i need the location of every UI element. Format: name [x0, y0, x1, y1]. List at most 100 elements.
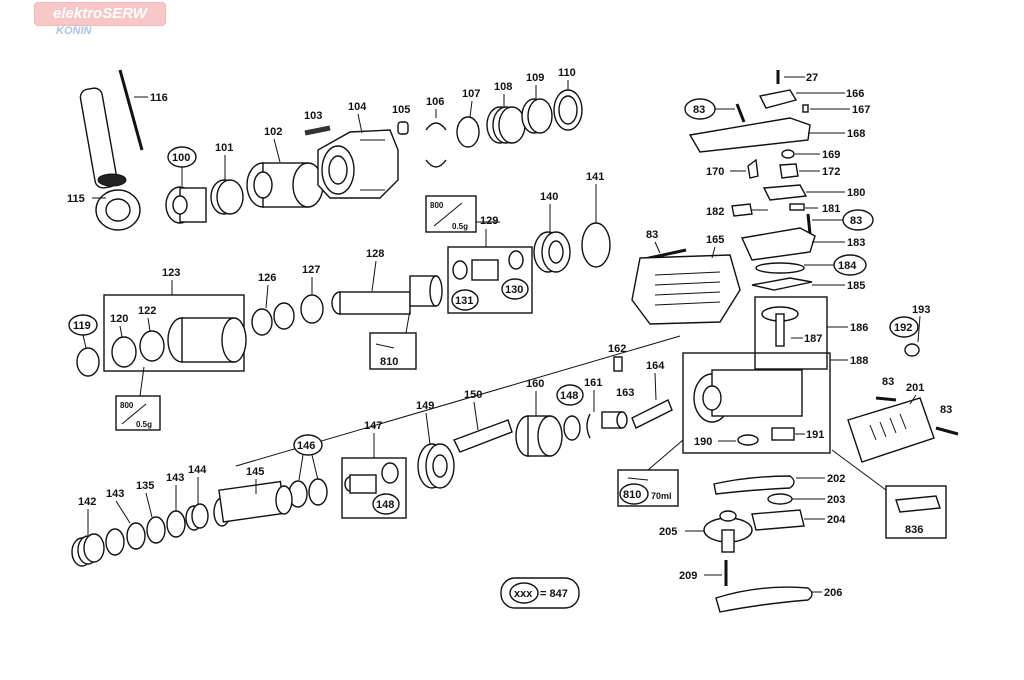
connecting-rod-part-164 [631, 399, 673, 429]
legend-code: xxx [514, 588, 533, 600]
grease-label-05a: 0.5g [452, 222, 468, 231]
part-label-83d: 83 [882, 376, 894, 388]
part-label-130: 130 [505, 284, 523, 296]
piston-part-129 [452, 250, 524, 281]
part-label-160: 160 [526, 378, 544, 390]
spring-part-142 [71, 533, 105, 567]
part-label-205: 205 [659, 526, 677, 538]
part-label-206: 206 [824, 587, 842, 599]
callout-oval-192 [889, 316, 919, 338]
part-label-107: 107 [462, 88, 480, 100]
part-label-120: 120 [110, 313, 128, 325]
clutch-part-147 [344, 462, 399, 494]
spindle-part-128 [331, 275, 443, 315]
part-label-119: 119 [73, 320, 91, 332]
clutch-gear-part-205 [703, 510, 753, 553]
washer-part-143a [126, 522, 146, 550]
part-label-186: 186 [850, 322, 868, 334]
part-label-164: 164 [646, 360, 665, 372]
gear-part-149 [417, 443, 455, 489]
part-193 [904, 343, 920, 357]
washer-part-143b [166, 510, 186, 538]
part-label-141: 141 [586, 171, 604, 183]
part-label-116: 116 [150, 92, 168, 104]
part-label-83b: 83 [850, 215, 862, 227]
part-label-127: 127 [302, 264, 320, 276]
ring-part-144 [185, 503, 209, 531]
washer-part-119 [76, 347, 100, 377]
grease-800-box-b [115, 395, 161, 431]
part-label-165: 165 [706, 234, 724, 246]
part-203 [767, 493, 793, 505]
ring-part-101 [210, 179, 244, 215]
part-label-110: 110 [558, 67, 576, 79]
part-label-115: 115 [67, 193, 85, 205]
part-label-169: 169 [822, 149, 840, 161]
bearing-part-191 [771, 427, 795, 441]
side-handle-part [79, 87, 141, 231]
callout-oval-148a [556, 384, 584, 406]
part-label-209: 209 [679, 570, 697, 582]
housing-part-104 [317, 129, 399, 199]
part-label-140: 140 [540, 191, 558, 203]
legend-value: = 847 [540, 588, 568, 600]
part-label-150: 150 [464, 389, 482, 401]
part-label-166: 166 [846, 88, 864, 100]
part-label-100: 100 [172, 152, 190, 164]
box-188 [682, 352, 831, 454]
part-label-190: 190 [694, 436, 712, 448]
part-label-146: 146 [297, 440, 315, 452]
box-810-a [369, 332, 417, 370]
part-label-126: 126 [258, 272, 276, 284]
part-836 [895, 495, 941, 513]
plate-part-204 [751, 509, 805, 531]
box-836 [885, 485, 947, 539]
part-label-83c: 83 [646, 229, 658, 241]
box-129 [447, 246, 533, 314]
half-ring-part-106 [425, 122, 447, 168]
callout-oval-810b [619, 483, 649, 505]
part-label-148b: 148 [376, 499, 394, 511]
part-label-83e: 83 [940, 404, 952, 416]
callout-oval-146 [293, 434, 323, 456]
part-label-128: 128 [366, 248, 384, 260]
clip-part-161 [586, 413, 591, 439]
part-label-202: 202 [827, 473, 845, 485]
gasket-part-184 [755, 262, 805, 274]
mechanism-part-123 [111, 317, 247, 368]
spring-part-108 [486, 106, 526, 144]
part-label-167: 167 [852, 104, 870, 116]
part-label-182: 182 [706, 206, 724, 218]
gear-part-186 [761, 306, 799, 347]
switch-part-180 [762, 184, 808, 201]
sleeve-part-102 [246, 162, 324, 208]
part-label-172: 172 [822, 166, 840, 178]
part-label-187: 187 [804, 333, 822, 345]
part-172 [779, 163, 799, 179]
part-label-104: 104 [348, 101, 367, 113]
callout-oval-131 [451, 289, 479, 311]
part-label-143a: 143 [106, 488, 124, 500]
logo-city-text: KONIN [56, 25, 92, 37]
seal-part-185 [751, 277, 813, 291]
part-label-149: 149 [416, 400, 434, 412]
part-label-185: 185 [847, 280, 865, 292]
box-186 [754, 296, 828, 370]
part-label-70ml: 70ml [651, 491, 672, 501]
grease-800-box-a [425, 195, 477, 233]
part-label-810b: 810 [623, 489, 641, 501]
part-label-162: 162 [608, 343, 626, 355]
washer-part-143c [105, 528, 125, 556]
cover-part-201 [847, 397, 935, 463]
belt-part-206 [715, 586, 813, 613]
part-label-143b: 143 [166, 472, 184, 484]
part-167 [802, 104, 809, 113]
part-label-144: 144 [188, 464, 207, 476]
part-label-122: 122 [138, 305, 156, 317]
part-162 [613, 356, 623, 372]
part-label-183: 183 [847, 237, 865, 249]
ring-part-146b [308, 478, 328, 506]
ring-part-127 [300, 294, 324, 324]
part-label-191: 191 [806, 429, 824, 441]
fork-part-150 [453, 419, 513, 453]
